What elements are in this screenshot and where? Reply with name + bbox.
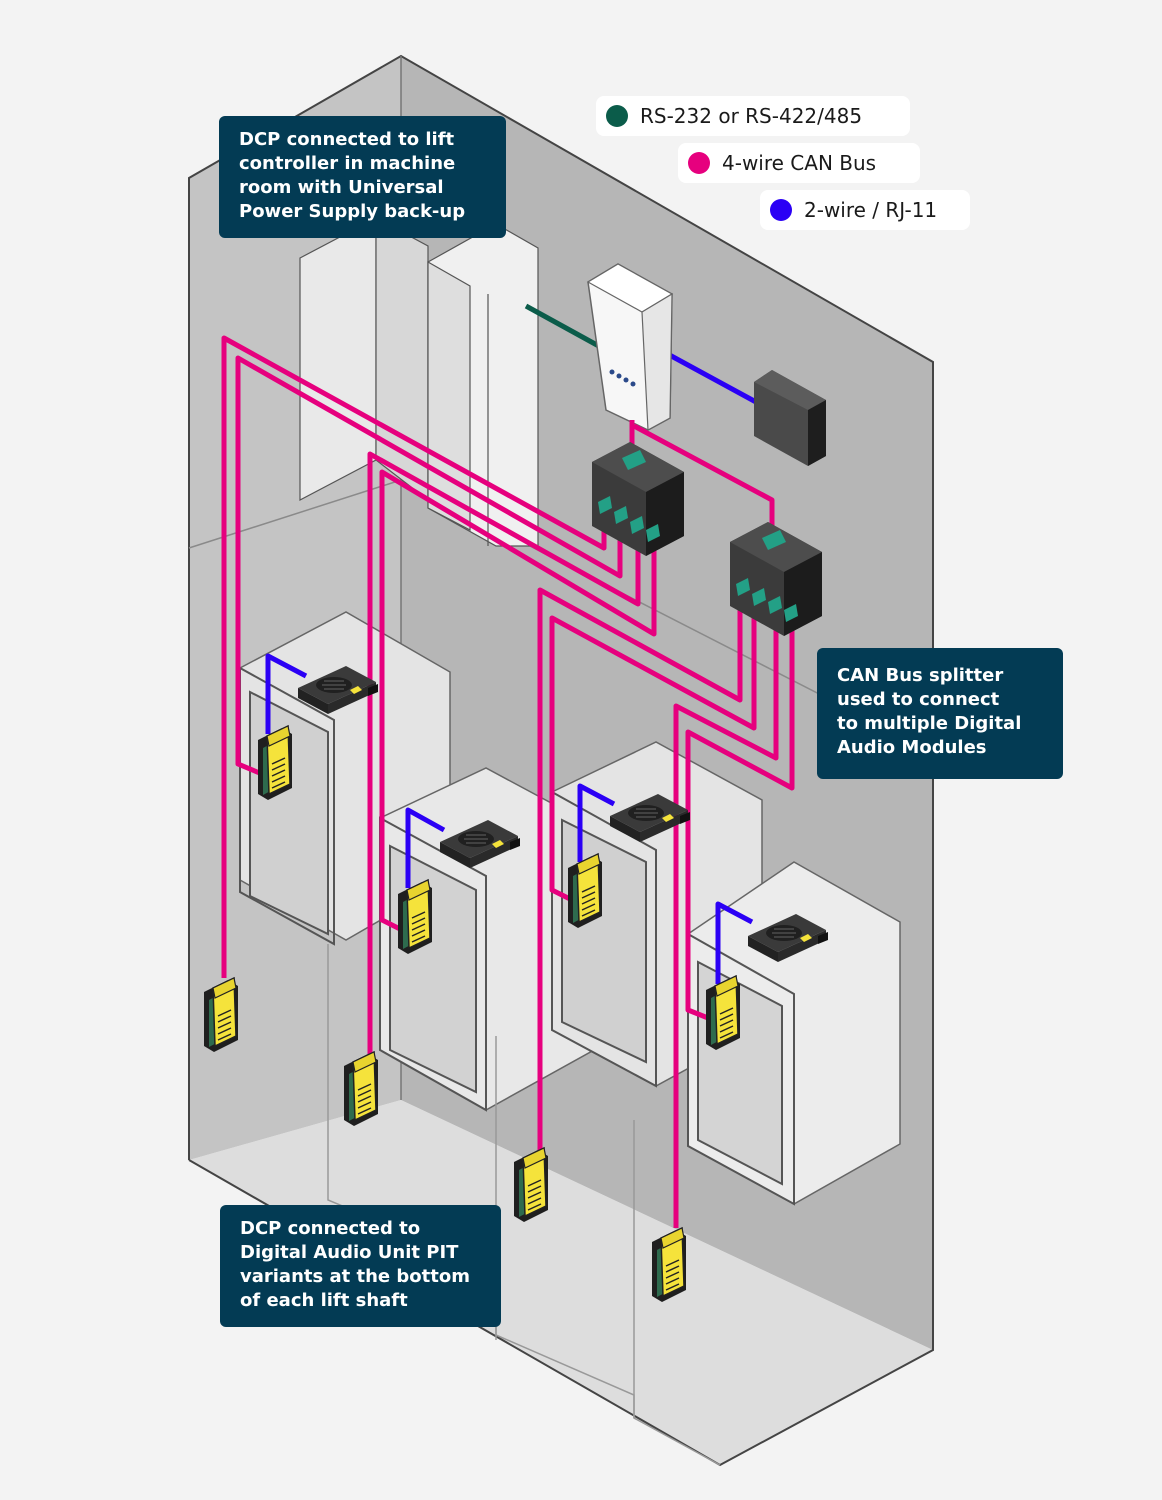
can-bus-cables <box>221 335 795 1228</box>
two-wire-links <box>265 653 754 984</box>
legend-serial-label: RS-232 or RS-422/485 <box>640 104 863 128</box>
callout-splitter-line-4: Audio Modules <box>837 737 987 758</box>
callout-splitter-line-1: CAN Bus splitter <box>837 665 1004 686</box>
callout-pit-line-1: DCP connected to <box>240 1218 421 1239</box>
callout-splitter: CAN Bus splitter used to connect to mult… <box>817 648 1063 779</box>
machine-room-floor <box>188 479 871 721</box>
legend-can-bus-swatch <box>688 152 710 174</box>
legend-two-wire-label: 2-wire / RJ-11 <box>804 198 938 222</box>
can-splitter-2 <box>730 522 822 636</box>
universal-power-supply <box>754 370 826 466</box>
legend-serial: RS-232 or RS-422/485 <box>596 96 910 136</box>
callout-splitter-line-2: used to connect <box>837 689 1000 710</box>
legend-serial-swatch <box>606 105 628 127</box>
can-splitter-1 <box>592 442 684 556</box>
callout-machine-room-line-4: Power Supply back-up <box>239 201 466 222</box>
callout-pit: DCP connected to Digital Audio Unit PIT … <box>220 1205 501 1327</box>
callout-machine-room-line-2: controller in machine <box>239 153 456 174</box>
callout-machine-room: DCP connected to lift controller in mach… <box>219 116 506 238</box>
two-wire-cable-psu <box>662 349 758 405</box>
callout-machine-room-line-1: DCP connected to lift <box>239 129 455 150</box>
callout-pit-line-2: Digital Audio Unit PIT <box>240 1242 459 1263</box>
callout-pit-line-4: of each lift shaft <box>240 1290 408 1311</box>
callout-splitter-line-3: to multiple Digital <box>837 713 1022 734</box>
legend-two-wire-swatch <box>770 199 792 221</box>
legend-can-bus-label: 4-wire CAN Bus <box>722 151 877 175</box>
callout-pit-line-3: variants at the bottom <box>240 1266 470 1287</box>
serial-cable <box>524 303 608 353</box>
dcp-unit <box>586 263 674 431</box>
legend-two-wire: 2-wire / RJ-11 <box>760 190 970 230</box>
building-floor <box>189 1100 933 1465</box>
legend-can-bus: 4-wire CAN Bus <box>678 143 920 183</box>
callout-machine-room-line-3: room with Universal <box>239 177 444 198</box>
